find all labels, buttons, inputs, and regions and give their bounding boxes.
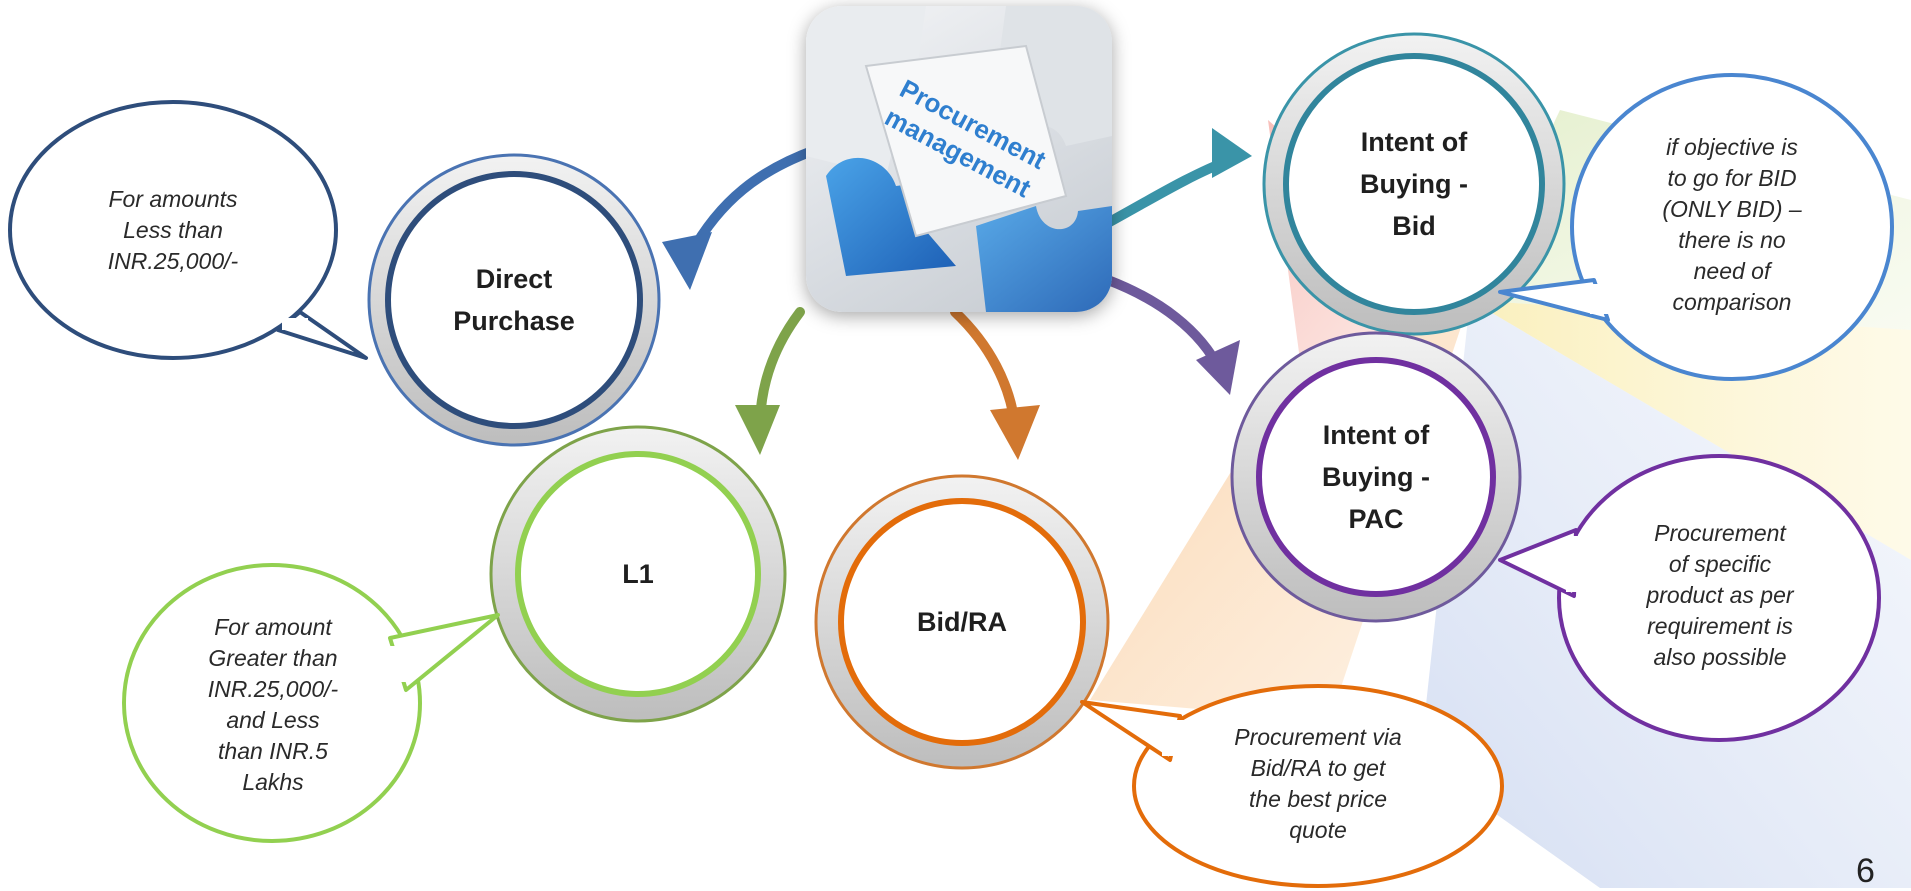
callout-bid-ra: Procurement via Bid/RA to get the best p… <box>1168 704 1468 864</box>
node-direct-purchase-line2: Purchase <box>453 306 575 336</box>
callout-intent-pac: Procurement of specific product as per r… <box>1590 500 1850 690</box>
callout-intent-pac-bubble <box>1498 454 1881 742</box>
callout-direct-purchase: For amounts Less than INR.25,000/- <box>40 160 306 300</box>
callout-intent-bid-line: there is no <box>1678 227 1786 253</box>
page-number: 6 <box>1856 852 1875 890</box>
arrow-to-direct-purchase <box>662 145 820 290</box>
node-intent-pac: Intent of Buying - PAC <box>1256 357 1496 597</box>
callout-bid-ra-bubble <box>1080 684 1504 888</box>
arrow-to-l1 <box>735 307 805 455</box>
callout-bid-ra-line: quote <box>1289 817 1347 843</box>
node-intent-bid-line2: Buying - <box>1360 169 1468 199</box>
arrow-to-bid-ra <box>950 307 1040 460</box>
node-direct-purchase-line1: Direct <box>475 264 553 294</box>
node-direct-purchase: Direct Purchase <box>385 171 643 429</box>
callout-bid-ra-line: the best price <box>1248 786 1388 812</box>
node-bid-ra: Bid/RA <box>838 498 1086 746</box>
callout-l1-line: than INR.5 <box>218 738 328 764</box>
callout-intent-pac-line: Procurement <box>1654 519 1786 546</box>
callout-bid-ra-line: Procurement via <box>1234 724 1402 750</box>
callout-intent-bid-line: if objective is <box>1666 134 1798 160</box>
callout-direct-purchase-line: For amounts <box>108 185 238 212</box>
callout-direct-purchase-line: Less than <box>123 216 223 243</box>
node-intent-bid-line1: Intent of <box>1360 127 1468 157</box>
arrow-to-intent-bid <box>1099 128 1252 230</box>
callout-intent-pac-line: also possible <box>1653 643 1787 670</box>
arrow-to-intent-pac <box>1103 275 1240 395</box>
node-intent-pac-line1: Intent of <box>1322 420 1430 450</box>
callout-intent-pac-line: product as per <box>1646 581 1794 608</box>
callout-intent-bid-line: comparison <box>1672 289 1792 315</box>
callout-l1-line: INR.25,000/- <box>207 676 339 702</box>
callout-intent-pac-line: of specific <box>1668 550 1772 577</box>
node-intent-bid: Intent of Buying - Bid <box>1283 53 1545 315</box>
callout-direct-purchase-bubble <box>8 100 368 360</box>
callout-intent-bid: if objective is to go for BID (ONLY BID)… <box>1600 120 1864 330</box>
callout-l1: For amount Greater than INR.25,000/- and… <box>150 590 396 820</box>
node-intent-pac-line2: Buying - <box>1322 462 1430 492</box>
callout-bid-ra-line: Bid/RA to get <box>1250 755 1386 781</box>
callout-l1-line: For amount <box>214 614 332 640</box>
callout-l1-line: and Less <box>226 707 320 733</box>
node-intent-pac-line3: PAC <box>1348 504 1404 534</box>
node-intent-bid-line3: Bid <box>1392 211 1436 241</box>
callout-intent-bid-line: (ONLY BID) – <box>1662 196 1802 222</box>
node-l1: L1 <box>515 451 761 697</box>
callout-intent-bid-line: need of <box>1693 258 1771 284</box>
node-bid-ra-label: Bid/RA <box>917 607 1007 637</box>
callout-intent-pac-line: requirement is <box>1647 612 1793 639</box>
procurement-management-image: Procurement management <box>806 6 1112 312</box>
callout-l1-bubble <box>122 563 500 843</box>
puzzle-pieces-icon: Procurement management <box>806 6 1112 312</box>
callout-intent-bid-line: to go for BID <box>1667 165 1797 191</box>
callout-l1-line: Lakhs <box>242 769 304 795</box>
callout-intent-bid-bubble <box>1498 73 1894 381</box>
callout-direct-purchase-line: INR.25,000/- <box>107 247 239 274</box>
node-l1-label: L1 <box>622 559 654 589</box>
callout-l1-line: Greater than <box>208 645 338 671</box>
